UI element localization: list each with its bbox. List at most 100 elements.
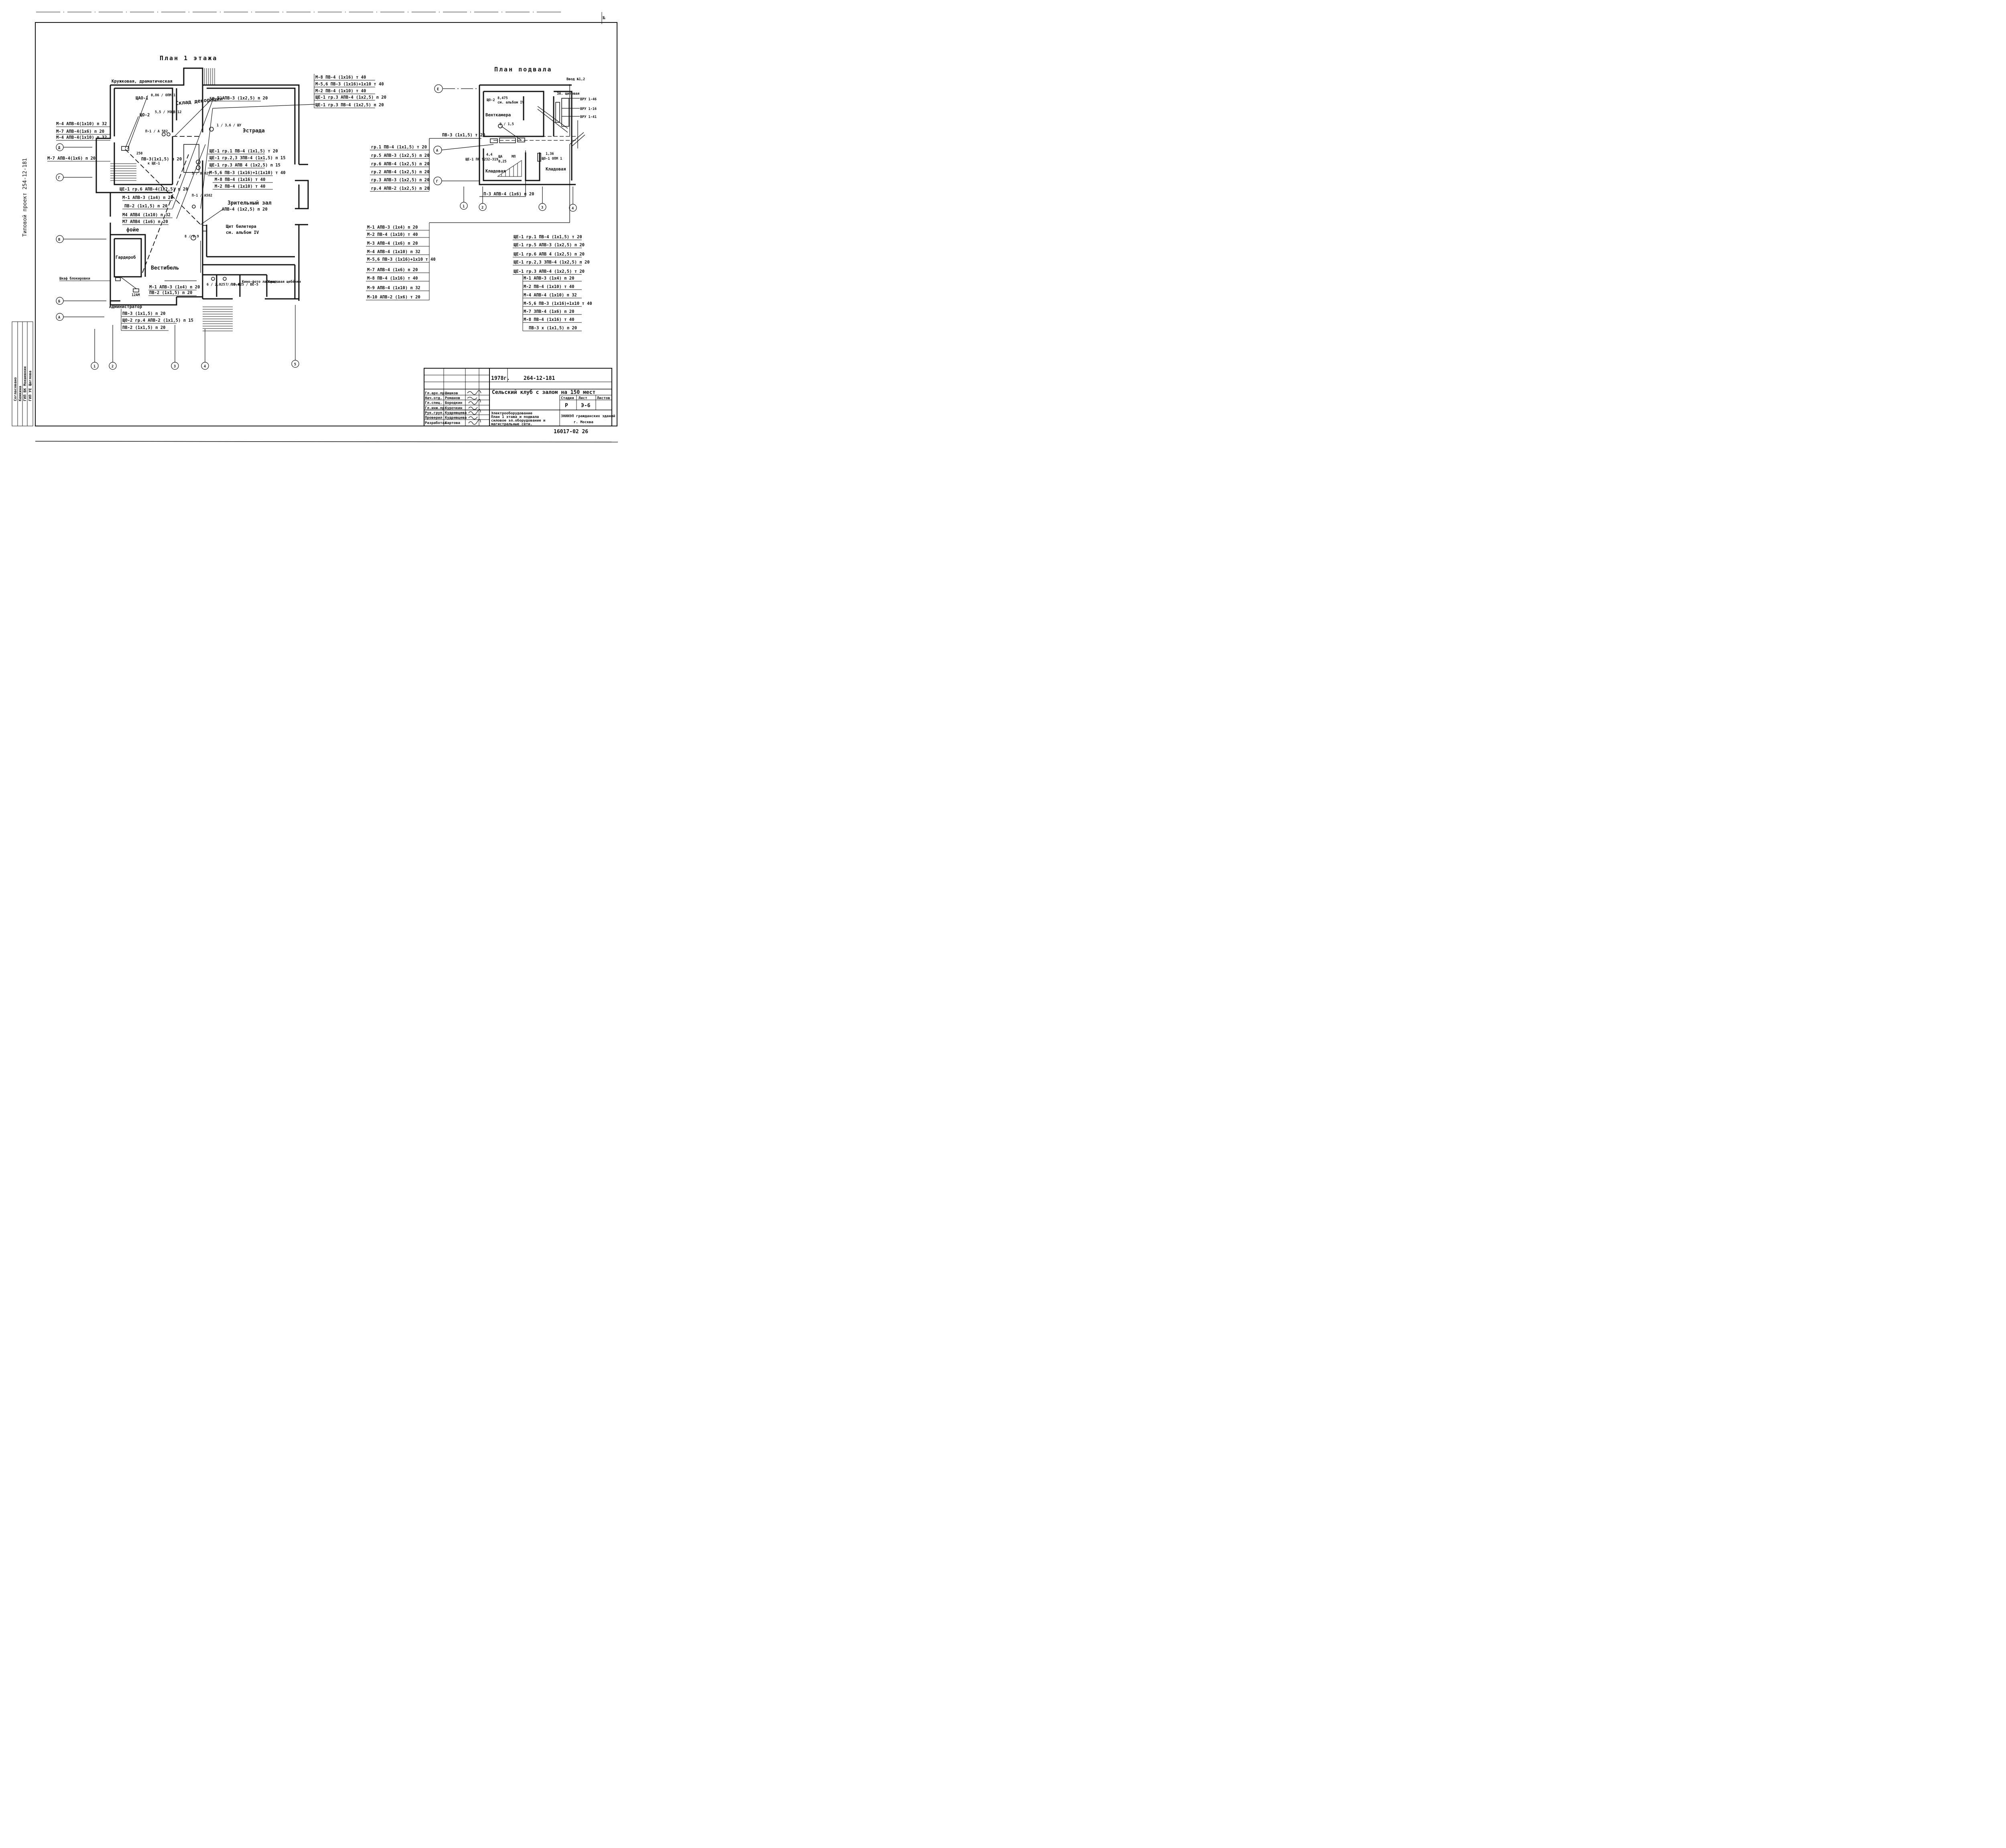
floor1-axis-labels: Д Г В Б А 1 2 3 4 5 <box>58 146 296 369</box>
cable-mid-6: М-2 ПВ-4 (1х10) т 40 <box>215 184 265 189</box>
tb-desc-4: магистральные сети. <box>491 422 532 426</box>
tb-sheets-h: Листов <box>597 396 610 400</box>
cable-zal: АПВ-4 (1х2,5) п 20 <box>222 207 268 212</box>
axis-row-d: Д <box>58 146 60 150</box>
shchao-1-label: ЩАО-1 <box>136 96 148 101</box>
basement-underlines <box>370 150 429 192</box>
approval-row-3: ГИП УЕ Щеглова <box>28 371 32 401</box>
room-kladovaya: Кладовая щебёнки <box>268 280 301 284</box>
floor1-walls <box>95 67 309 306</box>
shchit-biletera-ref: см. альбом IV <box>226 230 259 235</box>
cable-top-5: ЩЕ-1 гр.3 ПВ-4 (1х2,5) п 20 <box>315 103 384 108</box>
basement-cable-1: гр.1 ПВ-4 (1х1,5) т 20 <box>371 145 427 150</box>
cable-top-1: М-8 ПВ-4 (1х16) т 40 <box>315 75 366 80</box>
room-vestibul: Вестибюль <box>151 265 179 271</box>
basement-cable-5: гр.3 АПВ-3 (1х2,5) п 20 <box>371 178 429 183</box>
sheet-frame <box>35 12 618 442</box>
cable-mid-4: М-5,6 ПВ-3 (1х16)+1(1х10) т 40 <box>209 170 286 175</box>
cable-mid-1: ЩЕ-1 гр.1 ПВ-4 (1х1,5) т 20 <box>209 149 278 154</box>
cable-center-2: М-1 АПВ-3 (1х4) п 20 <box>122 195 173 200</box>
tb-role-4: Гл.инж.пр. <box>425 406 447 410</box>
tb-role-6: Проверил <box>425 416 442 420</box>
basement-axis-labels: Е А Г 1 2 3 4 <box>436 87 574 211</box>
title-block-grid <box>424 368 612 426</box>
basement-stair <box>497 160 522 177</box>
cable-top-4: ЩЕ-1 гр.3 АПВ-4 (1х2,5) п 20 <box>315 95 386 100</box>
cable-center-3: ПВ-2 (1х1,5) п 20 <box>124 204 167 209</box>
room-kino: Кино-фото лаборат. <box>242 280 279 284</box>
tb-role-1: Гл.арх.пр. <box>425 392 447 396</box>
right-list-10: М-7 ЗПВ-4 (1х6) п 20 <box>524 309 574 314</box>
shcho2-basement-ref: см. альбом IV <box>497 100 524 105</box>
mid-list-6: М-7 АПВ-4 (1х6) п 20 <box>367 268 418 272</box>
tb-org-2: г. Москва <box>574 420 593 424</box>
basement-title: План подвала <box>494 66 552 73</box>
axis-row-v: В <box>58 238 60 242</box>
p1-label: П-1 / А 582 <box>145 130 168 134</box>
cable-shche: ПВ-3(1х1,5) п 20 <box>141 157 182 162</box>
right-cable-list: ЩЕ-1 гр.1 ПВ-4 (1х1,5) т 20 ЩЕ-1 гр.5 АП… <box>514 235 592 331</box>
zashchitovaya: ЗА. щитовая <box>557 92 579 96</box>
cable-gr5: гр.5 АПВ-3 (1х2,5) п 20 <box>209 96 268 101</box>
floor1-stairs <box>110 68 233 331</box>
cable-center-5: М7 АПВ4 (1х6) п 20 <box>122 219 168 224</box>
tb-desc-1: Электрооборудование <box>491 411 533 416</box>
middle-list-lines <box>366 223 430 300</box>
right-list-1: ЩЕ-1 гр.1 ПВ-4 (1х1,5) т 20 <box>514 235 582 239</box>
vru-3: ВРУ 1-41 <box>580 115 597 119</box>
val-5: 5 / 0,025 <box>192 172 210 176</box>
right-list-11: М-8 ПВ-4 (1х16) т 40 <box>524 317 574 322</box>
basement-axis-row-a: А <box>436 149 438 153</box>
floor1-label-underlines <box>47 74 375 331</box>
floor1-cable-routes <box>125 136 201 273</box>
basement-labels: Венткамера Кладовая Кладовая ЩО-2 8,475 … <box>371 77 597 197</box>
tb-signatures <box>467 390 481 425</box>
tb-role-3: Гл.спец. <box>425 401 442 405</box>
axis-col-2: 2 <box>112 365 114 369</box>
approval-row-2: ГИП ВК Мокшевкин <box>23 366 27 401</box>
shchit-biletera: Щит билетера <box>226 224 256 229</box>
cable-mid-3: ЩЕ-1 гр.3 АПВ 4 (1х2,5) п 15 <box>209 163 280 168</box>
room-garderob: Гардероб <box>116 255 136 260</box>
axis-col-4: 4 <box>204 365 206 369</box>
shcho1-label: ЩО-1 ОПМ 1 <box>542 157 562 161</box>
ve-4-label: 6 / 2,025 / ВЕ-4 <box>207 283 240 287</box>
right-list-5: ЩЕ-1 гр.3 АПВ-4 (1х2,5) т 20 <box>514 269 585 274</box>
room-estrada: Эстрада <box>243 128 265 134</box>
cable-adm-3: ПВ-2 (1х1,5) п 20 <box>122 325 165 330</box>
tb-name-6: Кудрявцева <box>445 416 467 420</box>
cable-vest-2: ПВ-2 (1х1,5) п 20 <box>149 290 192 295</box>
cable-center-4: М4 АПВ4 (1х10) п 32 <box>122 213 171 217</box>
shcho2-basement-val: 8,475 <box>497 96 508 100</box>
approval-stamp-grid <box>12 321 33 426</box>
shcho-2-label: ЩО-2 <box>140 113 150 118</box>
room-administrator: Администратор <box>109 304 142 309</box>
tb-desc-3: силовое эл.оборудование и <box>491 418 545 423</box>
drawing-sheet: № Типовой проект 254-12-181 План 1 этажа <box>12 12 618 442</box>
middle-cable-list: М-1 АПВ-3 (1х4) п 20 М-2 ПВ-4 (1х10) т 4… <box>367 225 436 300</box>
val-44: 4,4 <box>486 153 492 157</box>
shkaf-blokirovki: Шкаф блокировки <box>59 276 90 281</box>
right-list-7: М-2 ПВ-4 (1х10) т 40 <box>524 284 574 289</box>
sha-value: 0,25 <box>498 160 506 164</box>
tb-sheet: Э-6 <box>581 403 591 409</box>
tb-stage-h: Стадия <box>561 396 574 400</box>
vvod-label: Ввод №1,2 <box>566 77 585 81</box>
tb-stage: Р <box>565 403 568 409</box>
cable-left-4: М-7 АПВ-4(1х6) п 20 <box>47 156 95 161</box>
floor1-title: План 1 этажа <box>160 55 217 62</box>
shcho1-value: 1,36 <box>546 152 554 156</box>
cable-mid-2: ЩЕ-1 гр.2,3 ЗПВ-4 (1х1,5) п 15 <box>209 156 286 160</box>
basement-axis-col-2: 2 <box>481 206 483 210</box>
cable-left-1: М-4 АПВ-4(1х10) п 32 <box>56 122 107 126</box>
mp-label: МП <box>512 155 516 159</box>
cable-adm-1: ПВ-3 (1х1,5) п 20 <box>122 311 165 316</box>
ve-label: 8 / 0,9 <box>185 235 199 239</box>
room-kladovaya-1: Кладовая <box>485 169 506 174</box>
tb-name-4: Курочкин <box>445 406 462 410</box>
shcho2-basement: ЩО-2 <box>487 98 495 102</box>
mid-list-2: М-2 ПВ-4 (1х10) т 40 <box>367 232 418 237</box>
basement-cable-2: гр.5 АПВ-3 (1х2,5) п 20 <box>371 153 429 158</box>
axis-row-b: Б <box>58 300 60 304</box>
cable-left-3: М-4 АПВ-4(1х10) п 32 <box>56 135 107 140</box>
